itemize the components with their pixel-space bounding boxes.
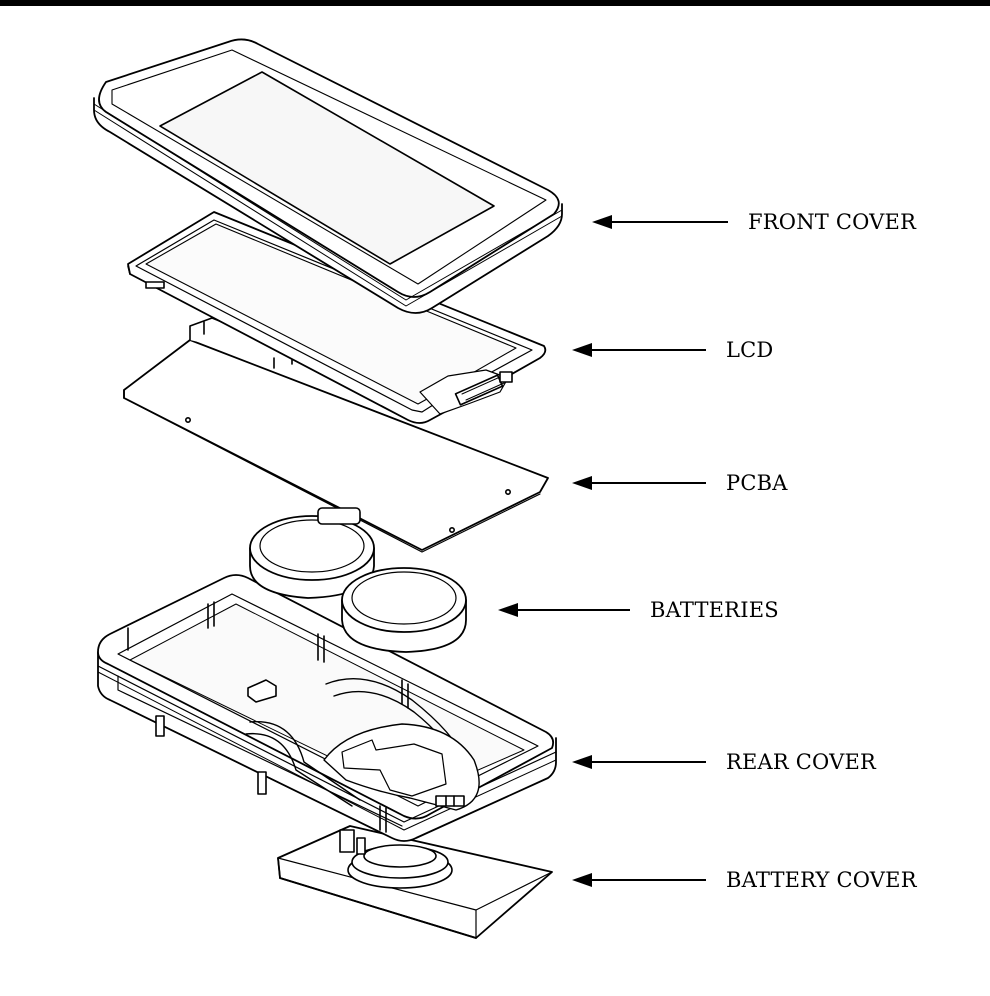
rear-cover-part: [98, 575, 556, 841]
batteries-arrow: [498, 600, 630, 620]
rear-cover-label: REAR COVER: [726, 750, 876, 774]
pcba-label: PCBA: [726, 471, 788, 495]
pcba-arrow: [572, 473, 706, 493]
battery-cover-part: [278, 826, 552, 938]
battery-cover-label: BATTERY COVER: [726, 868, 917, 892]
front-cover-arrow: [592, 212, 728, 232]
rear-cover-arrow: [572, 752, 706, 772]
batteries-label: BATTERIES: [650, 598, 779, 622]
front-cover-label: FRONT COVER: [748, 210, 916, 234]
battery-cover-arrow: [572, 870, 706, 890]
lcd-arrow: [572, 340, 706, 360]
lcd-label: LCD: [726, 338, 773, 362]
